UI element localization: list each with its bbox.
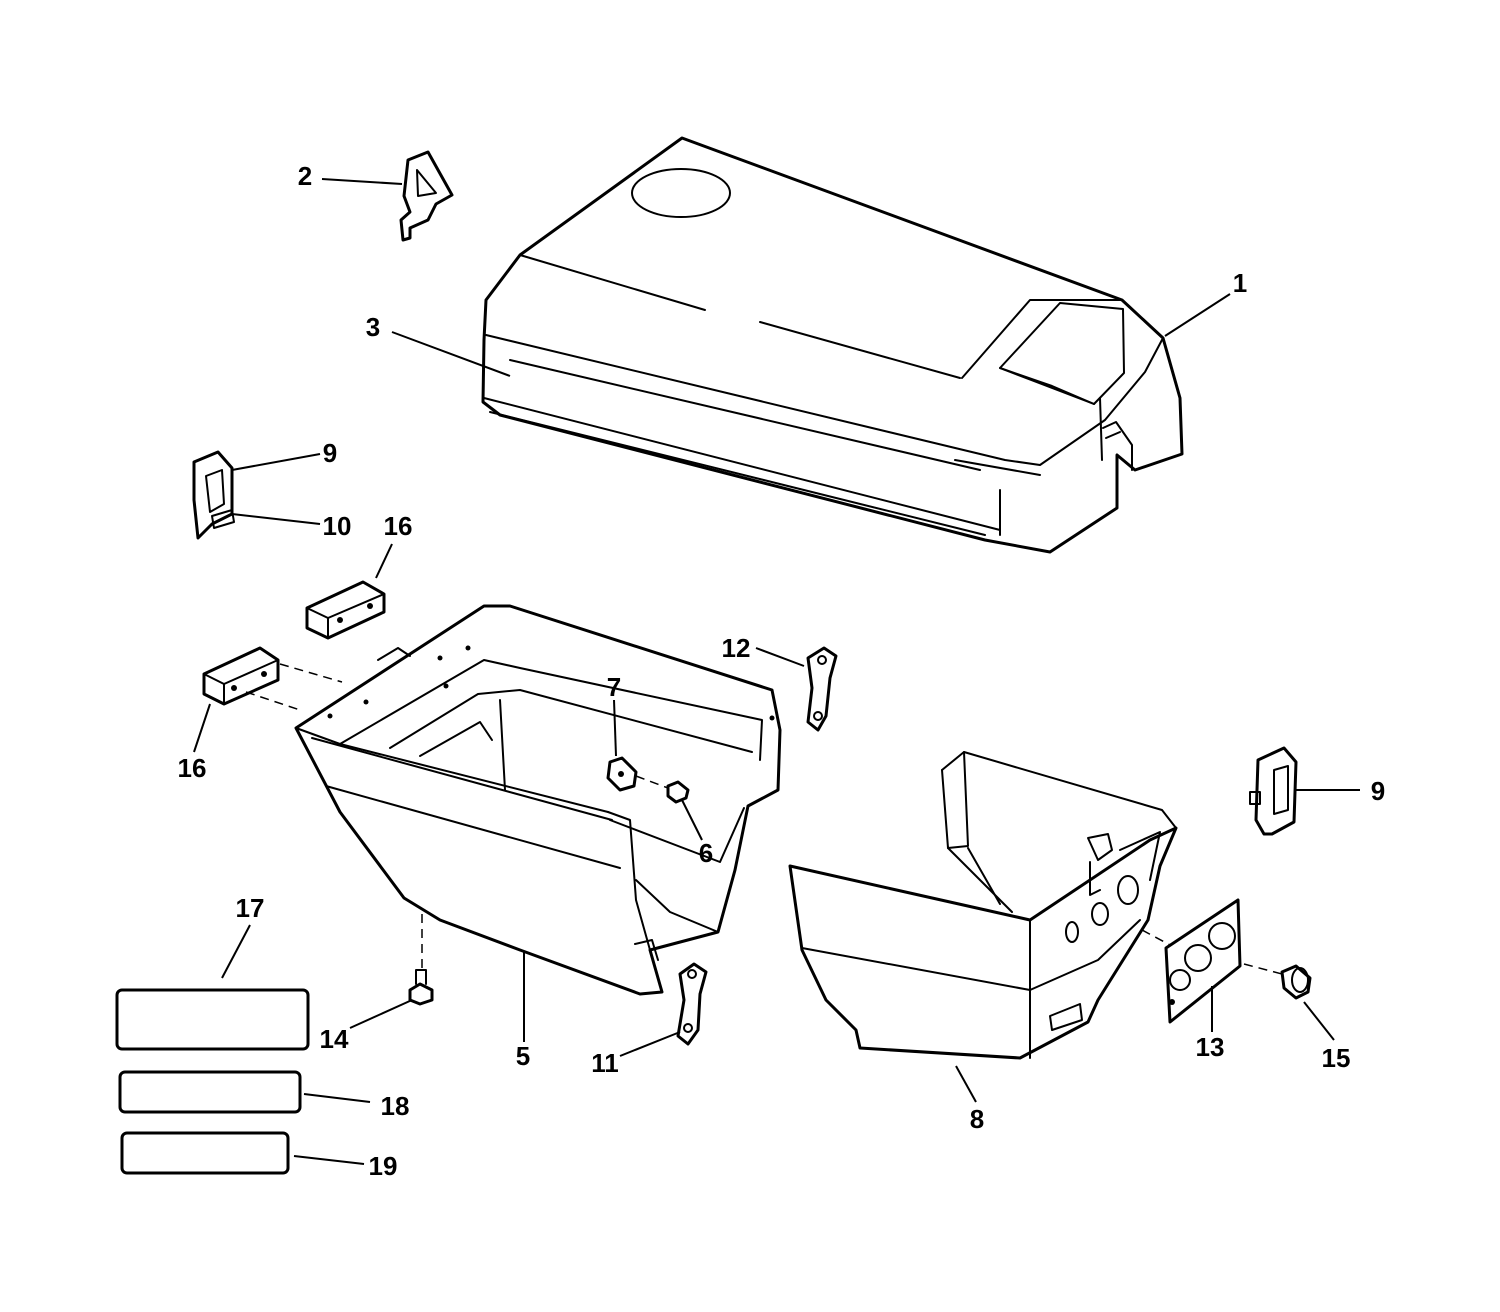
callout-8: 8 <box>970 1104 984 1134</box>
decal-plate-18 <box>118 1070 302 1114</box>
leader-lines <box>193 178 1360 1165</box>
callout-labels: 1 2 3 5 6 7 8 9 9 10 11 12 13 14 15 16 1… <box>178 161 1386 1181</box>
screw-small <box>666 780 690 804</box>
spacer-block-upper <box>305 580 386 640</box>
callout-7: 7 <box>607 672 621 702</box>
callout-16-lower: 16 <box>178 753 207 783</box>
callout-18: 18 <box>381 1091 410 1121</box>
top-engine-cover <box>481 136 1184 554</box>
callout-17: 17 <box>236 893 265 923</box>
bracket-upper <box>806 646 838 732</box>
callout-12: 12 <box>722 633 751 663</box>
latch-right <box>1249 746 1298 836</box>
callout-6: 6 <box>699 838 713 868</box>
callout-14: 14 <box>320 1024 349 1054</box>
callout-11: 11 <box>591 1048 619 1078</box>
spacer-block-lower <box>202 646 280 706</box>
clip-nut <box>606 756 638 792</box>
callout-13: 13 <box>1196 1032 1225 1062</box>
callout-9-left: 9 <box>323 438 337 468</box>
lower-cowl-left <box>294 604 782 996</box>
lower-cowl-right <box>788 751 1178 1060</box>
knob <box>1280 964 1312 1000</box>
decal-plate-19 <box>120 1131 290 1175</box>
callout-16-upper: 16 <box>384 511 413 541</box>
callout-10: 10 <box>323 511 352 541</box>
decal-number-4 <box>399 150 454 242</box>
bolt <box>408 969 434 1006</box>
callout-1: 1 <box>1233 268 1247 298</box>
decal-plate-17 <box>115 988 310 1051</box>
callout-2: 2 <box>298 161 312 191</box>
callout-19: 19 <box>369 1151 398 1181</box>
bracket-lower <box>676 962 708 1046</box>
panel-plate <box>1164 898 1242 1024</box>
callout-5: 5 <box>516 1041 530 1071</box>
callout-15: 15 <box>1322 1043 1351 1073</box>
callout-3: 3 <box>366 312 380 342</box>
latch-left <box>192 450 235 540</box>
callout-9-right: 9 <box>1371 776 1385 806</box>
